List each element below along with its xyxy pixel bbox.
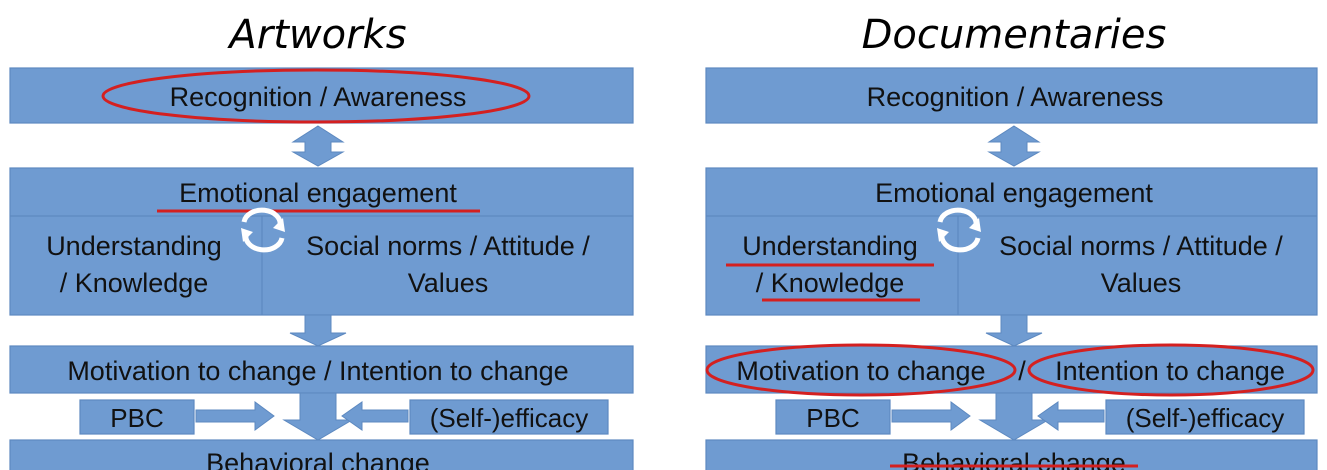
pbc-box — [775, 399, 891, 435]
panel-title: Artworks — [226, 12, 406, 58]
recognition-highlight-ellipse — [101, 68, 531, 124]
social-norms-line2: Values — [408, 268, 489, 298]
recognition-label: Recognition / Awareness — [170, 82, 467, 112]
pbc-label: PBC — [806, 403, 859, 433]
double-arrow-icon — [987, 125, 1041, 167]
recognition-box — [705, 67, 1318, 124]
emotional-label: Emotional engagement — [179, 178, 457, 208]
cycle-arrows-icon — [241, 207, 285, 253]
motivation-part1-label: Motivation to change — [736, 356, 985, 386]
pbc-label: PBC — [110, 403, 163, 433]
right-arrow-icon — [195, 401, 275, 431]
emotional-label: Emotional engagement — [875, 178, 1153, 208]
intention-highlight-ellipse — [1027, 343, 1315, 397]
social-norms-line1: Social norms / Attitude / — [306, 231, 590, 261]
motivation-label: Motivation to change / Intention to chan… — [67, 356, 568, 386]
pbc-box — [79, 399, 195, 435]
right-arrow-icon — [891, 401, 971, 431]
big-down-arrow-icon — [978, 392, 1050, 441]
panel-documentaries: Documentaries Recognition / Awareness Em… — [705, 12, 1318, 470]
behavioral-label: Behavioral change — [206, 448, 430, 470]
social-norms-line2: Values — [1101, 268, 1182, 298]
down-arrow-icon — [985, 314, 1043, 347]
understanding-line1: Understanding — [46, 231, 222, 261]
panel-artworks: Artworks Recognition / Awareness Emotion… — [9, 12, 634, 470]
cycle-arrows-icon — [937, 207, 981, 253]
left-arrow-icon — [1037, 401, 1105, 431]
self-efficacy-box — [1105, 399, 1305, 435]
understanding-line2: / Knowledge — [60, 268, 209, 298]
behavioral-change-box — [9, 439, 634, 470]
panel-title: Documentaries — [862, 12, 1167, 58]
understanding-line1: Understanding — [742, 231, 918, 261]
self-efficacy-label: (Self-)efficacy — [1126, 403, 1284, 433]
motivation-box — [705, 345, 1318, 394]
emotional-engagement-box — [9, 167, 634, 316]
big-down-arrow-icon — [282, 392, 354, 441]
emotional-engagement-box — [705, 167, 1318, 316]
recognition-label: Recognition / Awareness — [867, 82, 1164, 112]
left-arrow-icon — [341, 401, 409, 431]
double-arrow-icon — [291, 125, 345, 167]
self-efficacy-label: (Self-)efficacy — [430, 403, 588, 433]
motivation-part2-label: Intention to change — [1055, 356, 1285, 386]
down-arrow-icon — [289, 314, 347, 347]
self-efficacy-box — [409, 399, 609, 435]
understanding-line2: / Knowledge — [756, 268, 905, 298]
social-norms-line1: Social norms / Attitude / — [999, 231, 1283, 261]
motivation-highlight-ellipse — [705, 343, 1017, 397]
motivation-separator: / — [1018, 356, 1026, 386]
